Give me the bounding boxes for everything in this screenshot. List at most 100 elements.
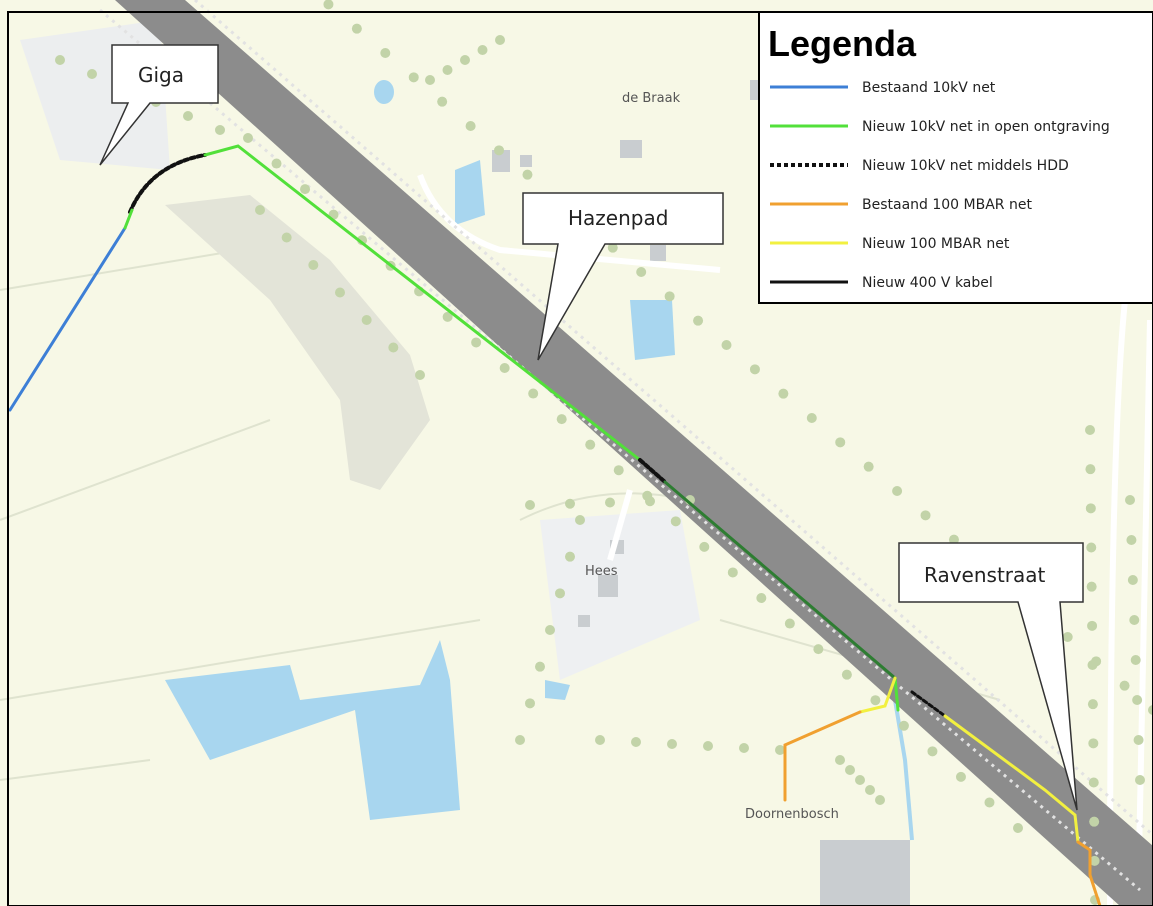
callout-giga-text: Giga bbox=[138, 63, 184, 87]
tree-dot bbox=[699, 541, 710, 552]
lake-large bbox=[165, 640, 460, 820]
tree-dot bbox=[1148, 705, 1153, 715]
legend-box bbox=[758, 11, 1153, 304]
tree-dot bbox=[898, 720, 909, 731]
tree-dot bbox=[300, 184, 311, 195]
tree-dot bbox=[865, 785, 875, 795]
legend-label-1: Nieuw 10kV net in open ontgraving bbox=[862, 119, 1110, 135]
pond-hees bbox=[545, 680, 570, 700]
place-label-de-braak: de Braak bbox=[622, 91, 681, 106]
tree-dot bbox=[1125, 495, 1135, 505]
tree-dot bbox=[948, 534, 959, 545]
legend-label-0: Bestaand 10kV net bbox=[862, 80, 996, 96]
tree-dot bbox=[555, 588, 565, 599]
tree-dot bbox=[955, 771, 966, 782]
tree-dot bbox=[1013, 823, 1023, 833]
tree-dot bbox=[556, 414, 567, 425]
tree-dots bbox=[55, 0, 1153, 905]
tree-dot bbox=[1129, 615, 1140, 625]
tree-dot bbox=[813, 644, 824, 655]
tree-dot bbox=[415, 370, 425, 380]
tree-dot bbox=[605, 497, 615, 508]
tree-dot bbox=[1062, 632, 1073, 642]
tree-dot bbox=[494, 145, 505, 156]
tree-dot bbox=[471, 337, 482, 348]
tree-dot bbox=[892, 486, 903, 496]
tree-dot bbox=[215, 125, 225, 135]
tree-dot bbox=[515, 735, 525, 745]
tree-dot bbox=[361, 315, 372, 325]
tree-dot bbox=[525, 500, 535, 510]
tree-dot bbox=[693, 315, 704, 326]
pond-braak bbox=[374, 80, 394, 104]
tree-dot bbox=[1086, 581, 1097, 592]
tree-dot bbox=[465, 121, 476, 131]
tree-dot bbox=[664, 291, 675, 302]
tree-dot bbox=[721, 340, 732, 350]
callout-hazenpad-text: Hazenpad bbox=[568, 206, 668, 230]
tree-dot bbox=[565, 551, 575, 562]
tree-dot bbox=[1085, 425, 1095, 435]
tree-dot bbox=[1089, 855, 1100, 866]
tree-dot bbox=[607, 242, 618, 253]
local-roads bbox=[417, 173, 1153, 906]
tree-dot bbox=[55, 55, 65, 65]
cable-routes bbox=[8, 144, 1102, 906]
tree-dot bbox=[499, 363, 510, 373]
buildings bbox=[492, 80, 910, 906]
tree-dot bbox=[522, 169, 533, 180]
tree-dot bbox=[984, 797, 995, 808]
tree-dot bbox=[1135, 775, 1145, 785]
callout-ravenstraat-text: Ravenstraat bbox=[924, 563, 1046, 587]
legend-label-4: Nieuw 100 MBAR net bbox=[862, 236, 1010, 252]
tree-dot bbox=[636, 267, 647, 277]
highway-edge-dots bbox=[99, 0, 1153, 892]
tree-dot bbox=[703, 741, 713, 751]
callout-hazenpad: Hazenpad bbox=[522, 192, 724, 361]
tree-dot bbox=[1086, 542, 1097, 553]
tree-dot bbox=[460, 55, 470, 65]
pond-east-1 bbox=[455, 160, 485, 225]
tree-dot bbox=[351, 23, 362, 34]
tree-dot bbox=[308, 260, 319, 270]
tree-dot bbox=[645, 496, 655, 507]
tree-dot bbox=[255, 205, 265, 215]
tree-dot bbox=[778, 388, 789, 399]
tree-dot bbox=[1087, 699, 1098, 710]
tree-dot bbox=[183, 111, 193, 121]
callout-giga: Giga bbox=[99, 44, 219, 166]
tree-dot bbox=[1127, 575, 1138, 585]
tree-dot bbox=[528, 388, 539, 399]
tree-dot bbox=[535, 661, 545, 672]
route-hdd-middle bbox=[638, 458, 667, 484]
tree-dot bbox=[437, 96, 448, 107]
tree-dot bbox=[855, 775, 865, 785]
route-hdd-lower bbox=[910, 690, 947, 718]
tree-dot bbox=[525, 698, 535, 709]
tree-dot bbox=[927, 746, 938, 757]
tree-dot bbox=[749, 364, 760, 375]
route-existing-10kv bbox=[8, 226, 127, 412]
tree-dot bbox=[442, 311, 453, 322]
tree-dot bbox=[575, 515, 585, 525]
callout-ravenstraat: Ravenstraat bbox=[898, 542, 1084, 811]
tree-dot bbox=[243, 133, 253, 143]
tree-dot bbox=[1133, 735, 1144, 745]
route-new-10kv-lower bbox=[663, 480, 897, 680]
tree-dot bbox=[565, 498, 575, 509]
tree-dot bbox=[87, 69, 97, 79]
stream bbox=[893, 699, 914, 841]
tree-dot bbox=[335, 287, 345, 298]
tree-dot bbox=[670, 516, 681, 527]
tree-dot bbox=[585, 439, 596, 450]
tree-dot bbox=[1085, 464, 1096, 475]
legend-label-2: Nieuw 10kV net middels HDD bbox=[862, 158, 1069, 174]
tree-dot bbox=[323, 0, 334, 10]
tree-dot bbox=[271, 158, 282, 169]
tree-dot bbox=[863, 461, 874, 472]
tree-dot bbox=[545, 625, 555, 635]
tree-dot bbox=[1132, 695, 1143, 705]
estate-area bbox=[540, 510, 700, 680]
